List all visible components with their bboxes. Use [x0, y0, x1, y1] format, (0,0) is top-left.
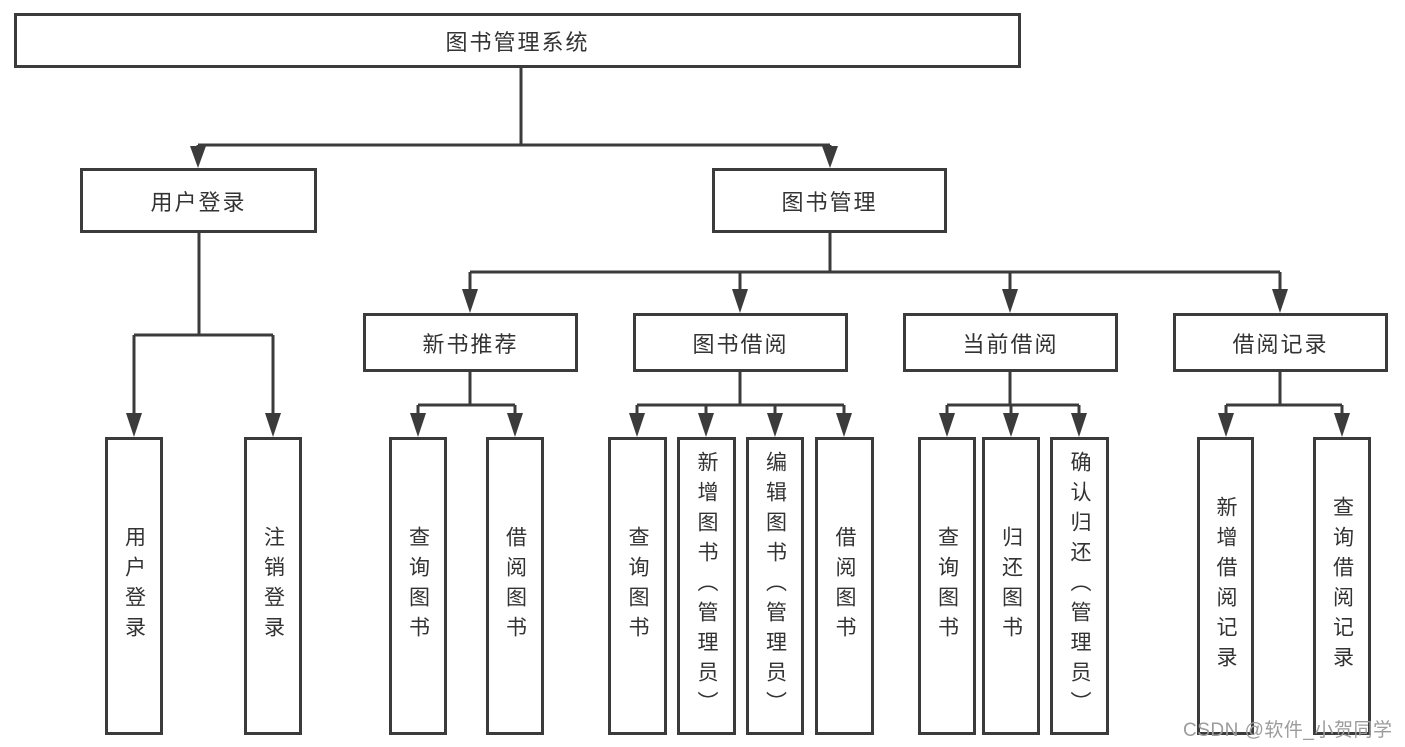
node-new-book-recommendation: 新书推荐 [363, 313, 578, 372]
node-label: 编辑图书（管理员） [763, 451, 787, 721]
watermark-text: CSDN @软件_小贺同学 [1183, 720, 1393, 741]
node-leaf-query-books-recommend: 查询图书 [389, 437, 447, 735]
node-label: 查询图书 [626, 526, 649, 646]
node-label: 借阅图书 [503, 526, 527, 646]
node-book-borrowing: 图书借阅 [633, 313, 848, 372]
node-label: 用户登录 [150, 189, 247, 215]
node-leaf-logout: 注销登录 [244, 437, 302, 735]
node-label: 归还图书 [999, 526, 1023, 646]
node-leaf-return-book: 归还图书 [982, 437, 1040, 735]
node-label: 借阅图书 [833, 526, 856, 646]
node-label: 用户登录 [122, 526, 146, 646]
node-library-management-system: 图书管理系统 [14, 13, 1021, 68]
node-leaf-confirm-return-admin: 确认归还（管理员） [1050, 437, 1109, 735]
node-leaf-add-book-admin: 新增图书（管理员） [677, 437, 736, 735]
node-leaf-add-borrow-record: 新增借阅记录 [1197, 437, 1254, 735]
node-label: 图书借阅 [692, 331, 789, 357]
node-borrowing-records: 借阅记录 [1173, 313, 1388, 372]
node-label: 确认归还（管理员） [1068, 451, 1091, 721]
node-book-management: 图书管理 [712, 168, 947, 233]
node-leaf-borrow-books-recommend: 借阅图书 [486, 437, 544, 735]
node-leaf-query-books-borrowing: 查询图书 [608, 437, 667, 735]
node-label: 借阅记录 [1232, 331, 1329, 357]
node-label: 查询图书 [935, 526, 959, 646]
node-label: 注销登录 [261, 526, 285, 646]
node-leaf-borrow-books: 借阅图书 [815, 437, 874, 735]
node-label: 查询借阅记录 [1330, 496, 1354, 676]
node-label: 图书管理系统 [445, 29, 590, 55]
node-leaf-edit-book-admin: 编辑图书（管理员） [746, 437, 804, 735]
node-label: 查询图书 [406, 526, 430, 646]
arrowheads [126, 146, 1350, 437]
node-label: 图书管理 [781, 189, 878, 215]
node-leaf-query-borrow-record: 查询借阅记录 [1313, 437, 1371, 735]
node-leaf-query-books-current: 查询图书 [918, 437, 976, 735]
node-leaf-user-login: 用户登录 [105, 437, 163, 735]
node-label: 当前借阅 [962, 331, 1059, 357]
node-current-borrowing: 当前借阅 [903, 313, 1118, 372]
node-user-login: 用户登录 [80, 168, 317, 233]
node-label: 新增图书（管理员） [695, 451, 718, 721]
node-label: 新书推荐 [422, 331, 519, 357]
node-label: 新增借阅记录 [1214, 496, 1237, 676]
